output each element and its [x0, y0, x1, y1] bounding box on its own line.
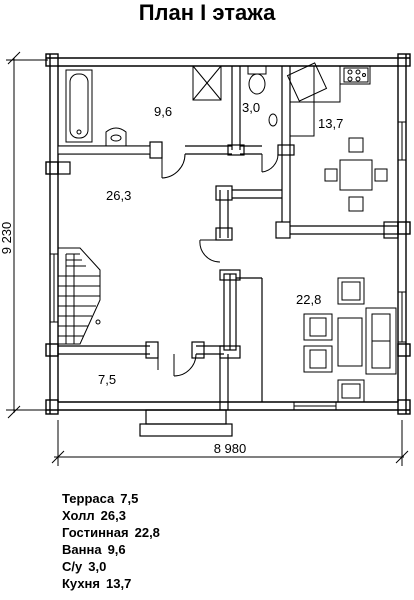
legend-value: 7,5 [120, 491, 139, 506]
legend-row-kitchen: Кухня 13,7 [62, 575, 160, 592]
legend-name: Холл [62, 508, 95, 523]
staircase [57, 247, 101, 345]
interior-walls [57, 66, 399, 437]
page-title: План I этажа [138, 0, 276, 25]
bath-counter [57, 145, 151, 155]
legend-name: Ванна [62, 542, 102, 557]
dimension-height [6, 51, 48, 419]
legend-name: С/у [62, 559, 83, 574]
room-area-kitchen: 13,7 [318, 116, 343, 131]
wc-sink [268, 113, 278, 127]
dimension-width [51, 420, 409, 466]
legend-value: 26,3 [100, 508, 126, 523]
legend-value: 13,7 [106, 576, 132, 591]
room-area-wc: 3,0 [242, 100, 260, 115]
bathtub [65, 69, 93, 143]
room-area-bath: 9,6 [154, 104, 172, 119]
shower-tray [192, 65, 222, 101]
dimension-width-label: 8 980 [214, 441, 247, 456]
legend-value: 22,8 [134, 525, 160, 540]
legend-row-terrace: Терраса 7,5 [62, 490, 160, 507]
washbasin [105, 127, 127, 146]
stove-icon [343, 67, 369, 83]
room-area-living: 22,8 [296, 292, 321, 307]
legend-value: 3,0 [88, 559, 107, 574]
dimension-height-label: 9 230 [0, 222, 14, 255]
legend-name: Гостинная [62, 525, 129, 540]
legend-row-bath: Ванна 9,6 [62, 541, 160, 558]
legend-row-living: Гостинная 22,8 [62, 524, 160, 541]
doors [157, 153, 279, 377]
kitchen-counter [286, 62, 371, 137]
room-area-hall: 26,3 [106, 188, 131, 203]
dining-table [324, 137, 388, 212]
living-furniture [303, 277, 397, 403]
legend-value: 9,6 [107, 542, 126, 557]
room-area-terrace: 7,5 [98, 372, 116, 387]
legend-row-hall: Холл 26,3 [62, 507, 160, 524]
legend-row-wc: С/у 3,0 [62, 558, 160, 575]
area-legend: Терраса 7,5 Холл 26,3 Гостинная 22,8 Ванна 9… [62, 490, 160, 592]
legend-name: Кухня [62, 576, 100, 591]
legend-name: Терраса [62, 491, 115, 506]
toilet [247, 65, 267, 95]
